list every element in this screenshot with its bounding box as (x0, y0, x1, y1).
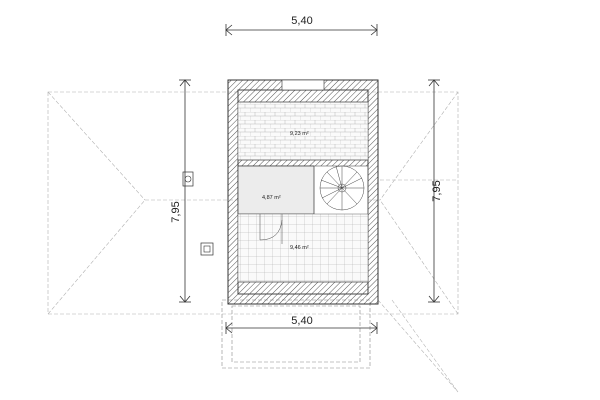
top-window (281, 79, 325, 91)
upper-room-area: 9,23 m² (290, 131, 309, 137)
right-dimension-line (428, 79, 440, 303)
upper-room (237, 101, 369, 161)
porch-outline (221, 299, 371, 369)
left-dimension-line (179, 79, 191, 303)
left-dimension: 7,95 (170, 201, 182, 222)
top-dimension-line (225, 24, 378, 36)
vent-icon (200, 242, 214, 256)
bottom-dimension: 5,40 (291, 315, 312, 327)
left-room-area: 4,87 m² (262, 195, 281, 201)
bottom-dimension-line (225, 322, 378, 334)
spiral-staircase-icon (319, 165, 365, 211)
chimney-icon (182, 171, 194, 187)
bottom-strip (237, 281, 369, 295)
lower-room (237, 213, 369, 283)
lower-room-area: 9,46 m² (290, 245, 309, 251)
partition-wall (237, 159, 369, 167)
top-dimension: 5,40 (291, 15, 312, 27)
right-dimension: 7,95 (431, 180, 443, 201)
gable-strip (237, 89, 369, 103)
left-room (237, 165, 315, 215)
door-swing (259, 214, 283, 244)
